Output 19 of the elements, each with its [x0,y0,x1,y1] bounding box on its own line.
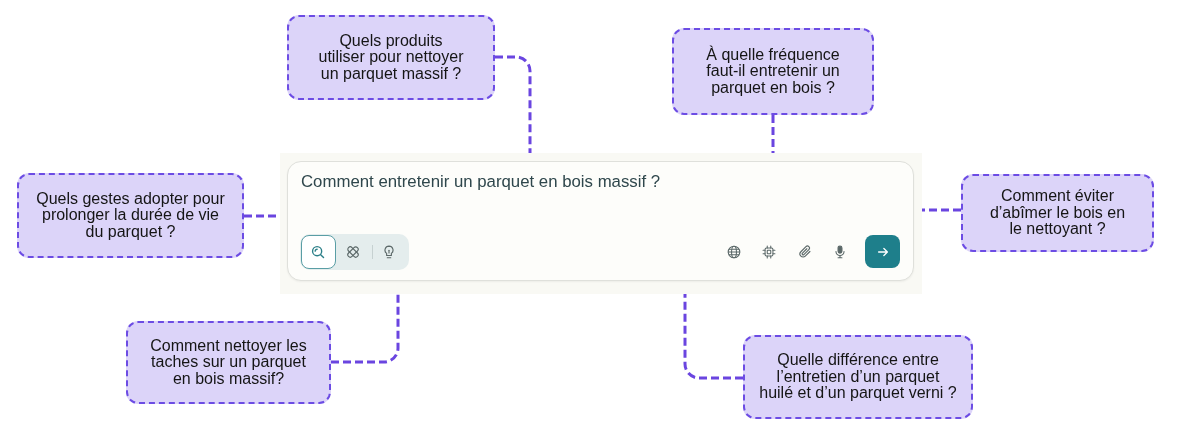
question-bubble [961,174,1154,252]
question-text: À quelle fréquence faut-il entretenir un parquet en bois ? [705,46,841,97]
question-text: Quelle différence entre l’entretien d’un parquet huilé et d’un parquet verni ? [758,352,958,402]
question-bubble [17,173,244,258]
question-text: Quels produits utiliser pour nettoyer un parquet massif ? [317,32,465,83]
question-bubble [672,28,874,115]
query-text: Comment entretenir un parquet en bois massif ? [301,172,661,192]
question-bubble [126,321,331,404]
connector-line [683,294,743,380]
question-bubble [287,15,495,100]
question-bubble [743,335,973,419]
connector-line [331,294,400,364]
connector-line [495,55,532,153]
search-screenshot-panel [280,153,922,294]
connector-line [922,208,961,212]
question-text: Comment éviter d’abîmer le bois en le nettoyant ? [988,188,1127,238]
connector-line [771,115,775,153]
question-text: Comment nettoyer les taches sur un parquet en bois massif? [149,337,308,388]
question-text: Quels gestes adopter pour prolonger la durée de vie du parquet ? [35,190,226,241]
